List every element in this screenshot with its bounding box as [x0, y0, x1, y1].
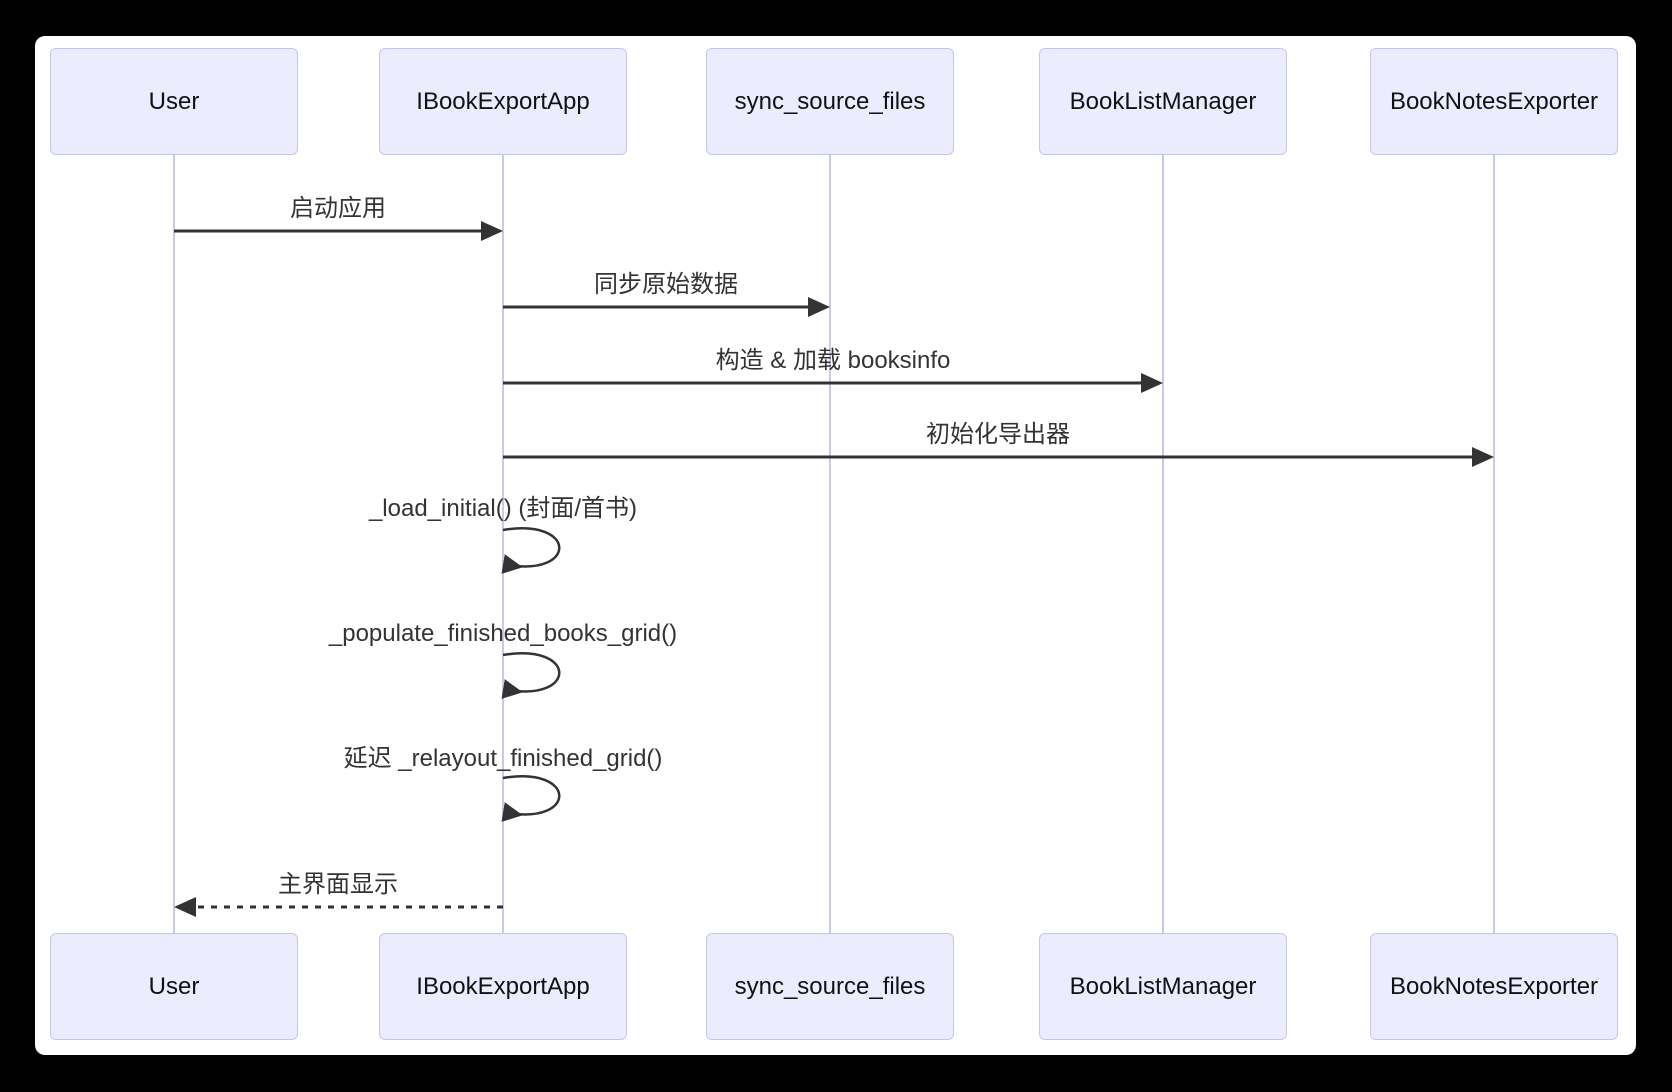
message-8-arrowhead-icon	[174, 897, 196, 917]
actor-label: sync_source_files	[734, 972, 926, 1000]
actor-label: BookListManager	[1069, 972, 1257, 1000]
message-6-self-loop	[501, 652, 561, 699]
message-8-label: 主界面显示	[278, 871, 398, 898]
actor-label: User	[148, 972, 200, 1000]
message-5-self-loop	[501, 527, 561, 574]
actor-label: BookListManager	[1069, 87, 1257, 115]
actor-top-sync-source-files: sync_source_files	[706, 48, 954, 155]
actor-label: IBookExportApp	[416, 87, 590, 115]
actor-top-booklistmanager: BookListManager	[1039, 48, 1287, 155]
message-7-self-loop	[501, 775, 561, 822]
actor-bottom-booklistmanager: BookListManager	[1039, 933, 1287, 1040]
message-2-arrowhead-icon	[808, 297, 830, 317]
message-5-label: _load_initial() (封面/首书)	[368, 495, 638, 522]
message-2-label: 同步原始数据	[594, 271, 738, 298]
actor-top-user: User	[50, 48, 298, 155]
message-3-label: 构造 & 加载 booksinfo	[715, 347, 951, 374]
sequence-diagram-canvas: User IBookExportApp sync_source_files Bo…	[35, 36, 1636, 1055]
actor-label: User	[148, 87, 200, 115]
actor-bottom-user: User	[50, 933, 298, 1040]
message-3-arrowhead-icon	[1141, 373, 1163, 393]
message-7-label: 延迟 _relayout_finished_grid()	[343, 745, 663, 772]
message-1-arrowhead-icon	[481, 221, 503, 241]
actor-top-ibookexportapp: IBookExportApp	[379, 48, 627, 155]
message-6-label: _populate_finished_books_grid()	[328, 620, 678, 647]
message-1-label: 启动应用	[290, 195, 386, 222]
message-4-arrowhead-icon	[1472, 447, 1494, 467]
actor-label: BookNotesExporter	[1389, 972, 1599, 1000]
actor-bottom-booknotesexporter: BookNotesExporter	[1370, 933, 1618, 1040]
actor-label: IBookExportApp	[416, 972, 590, 1000]
actor-bottom-sync-source-files: sync_source_files	[706, 933, 954, 1040]
actor-top-booknotesexporter: BookNotesExporter	[1370, 48, 1618, 155]
actor-label: sync_source_files	[734, 87, 926, 115]
message-4-label: 初始化导出器	[926, 421, 1070, 448]
actor-label: BookNotesExporter	[1389, 87, 1599, 115]
diagram-lines-layer	[173, 155, 1495, 933]
actor-bottom-ibookexportapp: IBookExportApp	[379, 933, 627, 1040]
